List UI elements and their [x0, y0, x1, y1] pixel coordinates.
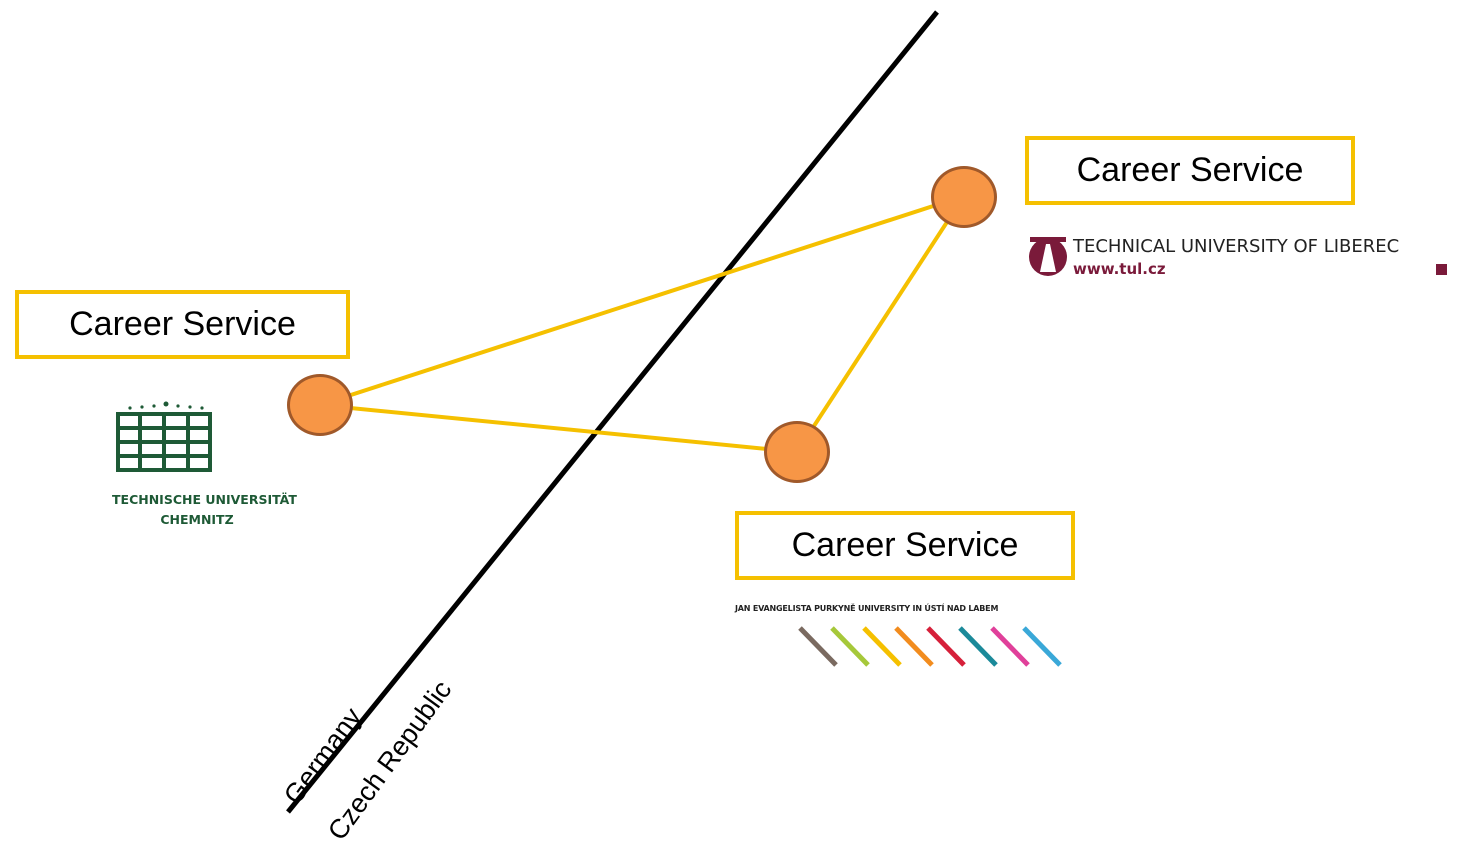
career-service-label: Career Service [791, 526, 1019, 564]
ujep-stripes-logo [798, 626, 1062, 667]
tuc-city-name: CHEMNITZ [160, 512, 234, 527]
tuc-building-logo [116, 401, 212, 472]
border-line [286, 10, 939, 814]
career-service-box-usti: Career Service [735, 511, 1075, 580]
tul-url: www.tul.cz [1073, 260, 1166, 278]
node-liberec [931, 166, 997, 228]
tuc-logo-text: TECHNISCHE UNIVERSITÄT CHEMNITZ [112, 490, 297, 530]
career-service-label: Career Service [1076, 151, 1304, 189]
edge-left-right [319, 194, 965, 407]
ujep-university-name: JAN EVANGELISTA PURKYNĚ UNIVERSITY IN ÚS… [735, 604, 999, 613]
edge-left-bottom [319, 403, 798, 454]
tul-university-name: TECHNICAL UNIVERSITY OF LIBEREC [1073, 236, 1400, 257]
edge-right-bottom [795, 194, 966, 454]
career-service-label: Career Service [69, 305, 296, 343]
node-chemnitz [287, 374, 353, 436]
tul-dome-logo [1029, 237, 1447, 276]
career-service-box-chemnitz: Career Service [15, 290, 350, 359]
tuc-university-name: TECHNISCHE UNIVERSITÄT [112, 492, 297, 507]
career-service-box-liberec: Career Service [1025, 136, 1355, 205]
node-usti [764, 421, 830, 483]
